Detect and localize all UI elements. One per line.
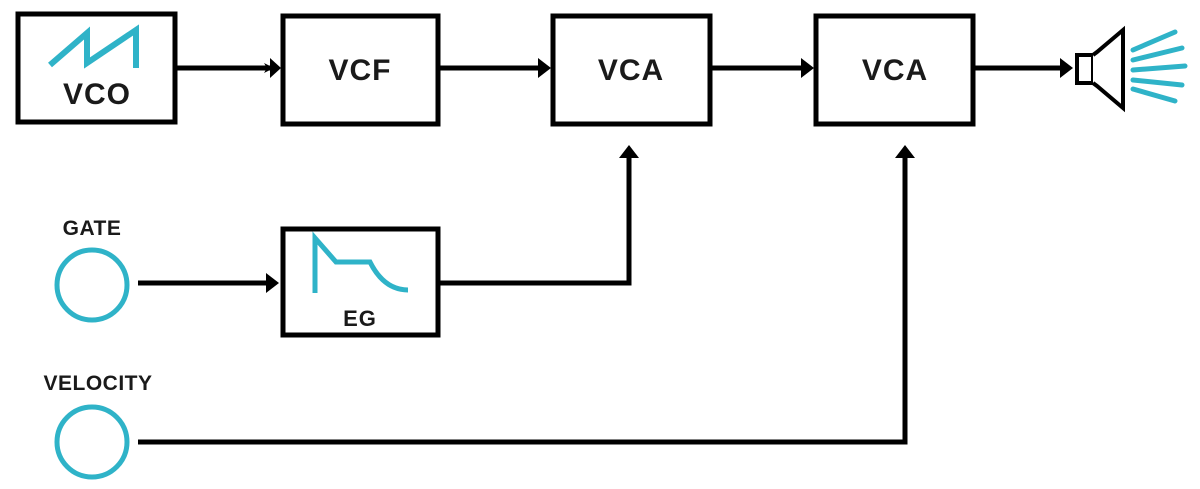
- sound-waves-icon: [1130, 29, 1188, 104]
- vco-block: VCO: [15, 11, 178, 125]
- velocity-jack-icon: [54, 404, 130, 480]
- vco-box: [15, 11, 178, 125]
- eg-label: EG: [343, 306, 377, 331]
- vca1-box: [550, 13, 713, 127]
- vca2-label: VCA: [862, 54, 928, 87]
- arrowhead-speaker: [1060, 58, 1073, 78]
- gate-input: GATE: [54, 217, 130, 323]
- speaker-icon: [1075, 25, 1188, 113]
- vcf-box: [280, 13, 441, 127]
- connections: [138, 58, 1073, 445]
- speaker-cone: [1091, 25, 1125, 113]
- arrowhead-vca1-cv: [619, 145, 639, 158]
- arrow-eg-to-vca1: [438, 156, 632, 286]
- velocity-label: VELOCITY: [43, 372, 152, 395]
- gate-label: GATE: [63, 217, 122, 240]
- velocity-input: VELOCITY: [43, 372, 152, 480]
- vcf-label: VCF: [329, 54, 392, 87]
- arrow-velocity-to-vca2: [138, 156, 908, 445]
- eg-block: EG: [280, 226, 441, 338]
- arrowhead-vcf: [270, 58, 281, 78]
- sawtooth-wave-icon: [48, 24, 139, 69]
- vca1-block: VCA: [550, 13, 713, 127]
- vcf-block: VCF: [280, 13, 441, 127]
- arrowhead-vca1: [538, 58, 551, 78]
- speaker-magnet: [1075, 53, 1095, 85]
- arrowhead-vca2-cv: [895, 145, 915, 158]
- gate-jack-icon: [54, 247, 130, 323]
- arrowhead-vca2: [801, 58, 814, 78]
- envelope-adsr-icon: [312, 231, 409, 293]
- vca1-label: VCA: [598, 54, 664, 87]
- vco-label: VCO: [63, 78, 131, 111]
- vca2-block: VCA: [813, 13, 976, 127]
- arrowhead-eg: [266, 273, 279, 293]
